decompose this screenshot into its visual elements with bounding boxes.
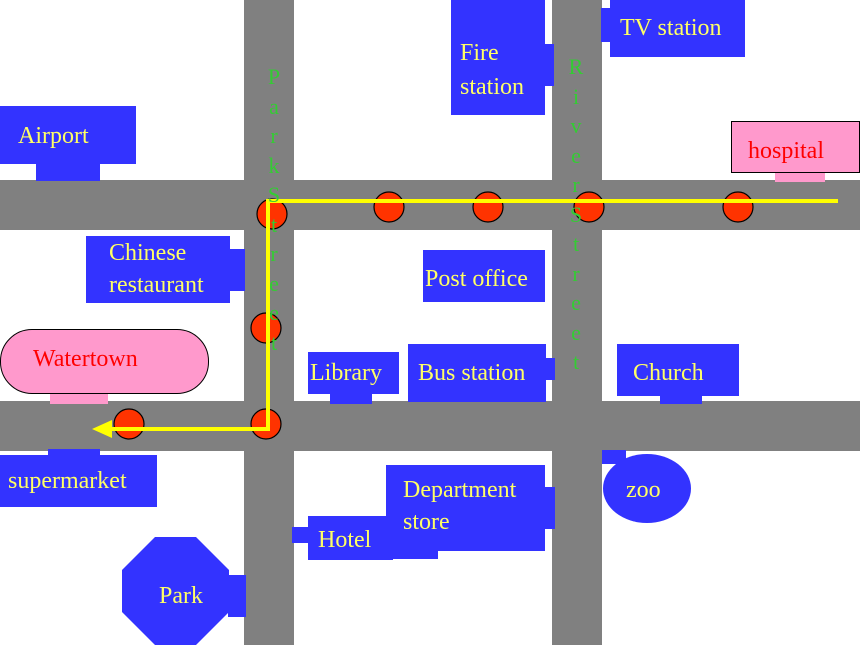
- river-street-road: [552, 0, 602, 645]
- hotel-entrance: [292, 527, 312, 543]
- zoo-building: zoo: [603, 454, 691, 523]
- hospital-entrance: [775, 170, 825, 182]
- chinese-restaurant-building: Chinese restaurant: [86, 236, 230, 303]
- river-street-letter: R: [568, 54, 584, 79]
- department-store-label-line1: Department: [403, 477, 517, 503]
- river-street-letter: t: [572, 349, 580, 374]
- stop-marker: [373, 191, 405, 223]
- watertown-entrance: [50, 392, 108, 404]
- hotel-label: Hotel: [318, 527, 372, 553]
- post-office-building: Post office: [423, 250, 545, 302]
- department-store-label-line2: store: [403, 509, 450, 535]
- river-street-letter: r: [572, 172, 580, 197]
- park-street-letter: t: [270, 211, 278, 237]
- airport-building: Airport: [0, 106, 136, 164]
- road-upper-horizontal: [0, 180, 860, 230]
- hospital-building: hospital: [731, 121, 860, 173]
- chinese-restaurant-label-line2: restaurant: [109, 272, 204, 298]
- park-street-letter: r: [270, 123, 278, 148]
- fire-station-building: Fire station: [451, 0, 545, 115]
- park-street-letter: k: [268, 152, 280, 178]
- stop-marker: [722, 191, 754, 223]
- airport-label: Airport: [18, 123, 89, 149]
- tv-station-label: TV station: [620, 15, 722, 41]
- park-label: Park: [159, 583, 203, 609]
- hospital-label: hospital: [748, 138, 824, 164]
- river-street-letter: v: [570, 113, 582, 138]
- department-store-building: Department store: [386, 465, 545, 551]
- park-street-letter: r: [270, 241, 278, 266]
- river-street-letter: S: [569, 201, 583, 227]
- watertown-label: Watertown: [33, 346, 138, 372]
- park-entrance: [228, 575, 246, 617]
- airport-entrance: [36, 163, 100, 181]
- zoo-label: zoo: [626, 477, 661, 503]
- park-street-letter: e: [269, 300, 279, 325]
- watertown-building: Watertown: [0, 329, 209, 394]
- river-street-letter: e: [571, 319, 581, 345]
- library-label: Library: [310, 360, 382, 386]
- fire-station-label-line2: station: [460, 74, 524, 100]
- supermarket-entrance: [48, 449, 100, 457]
- chinese-restaurant-entrance: [229, 249, 245, 291]
- stop-markers: [113, 191, 754, 440]
- hotel-building: Hotel: [308, 516, 393, 560]
- post-office-label: Post office: [425, 266, 528, 292]
- church-building: Church: [617, 344, 739, 396]
- river-street-letter: e: [571, 142, 581, 168]
- park-street-letter: P: [267, 64, 281, 89]
- bus-station-label: Bus station: [418, 360, 526, 386]
- stop-marker: [113, 408, 145, 440]
- river-street-letter: e: [571, 290, 581, 315]
- chinese-restaurant-label-line1: Chinese: [109, 240, 187, 266]
- bus-station-entrance: [543, 358, 555, 380]
- stop-marker: [472, 191, 504, 223]
- park-street-letter: S: [267, 182, 281, 207]
- supermarket-label: supermarket: [8, 468, 127, 494]
- river-street-letter: r: [572, 260, 580, 286]
- park-street-letter: t: [270, 329, 278, 355]
- hotel-annex: [386, 540, 438, 559]
- bus-station-building: Bus station: [408, 344, 546, 402]
- river-street-letter: i: [572, 83, 580, 109]
- fire-station-label-line1: Fire: [460, 40, 499, 66]
- supermarket-building: supermarket: [0, 455, 157, 507]
- church-label: Church: [633, 360, 704, 386]
- park-street-letter: a: [269, 93, 279, 119]
- library-building: Library: [308, 352, 399, 394]
- park-street-letter: e: [269, 270, 279, 296]
- department-store-entrance: [543, 487, 555, 529]
- library-entrance: [330, 392, 372, 404]
- tv-station-building: TV station: [610, 0, 745, 57]
- arrow-route-icon: [92, 199, 838, 438]
- river-street-letter: t: [572, 231, 580, 256]
